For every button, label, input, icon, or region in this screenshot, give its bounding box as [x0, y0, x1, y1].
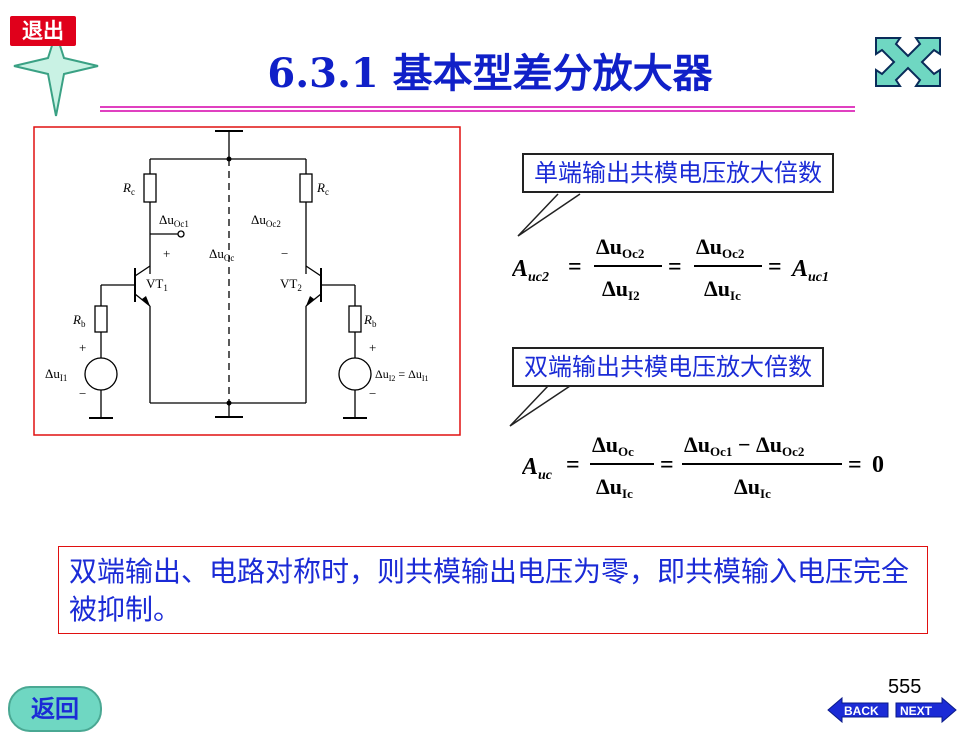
svg-text:=: =	[566, 452, 580, 478]
minus-sign: −	[281, 246, 288, 261]
double-ended-callout: 双端输出共模电压放大倍数	[512, 347, 824, 387]
vt1-label: VT1	[146, 276, 168, 293]
rb-right-label: Rb	[363, 312, 377, 329]
source2-plus: +	[369, 340, 376, 355]
next-button[interactable]: NEXT	[894, 696, 958, 724]
svg-text:=: =	[668, 254, 682, 280]
rc-left-label: Rc	[122, 180, 135, 197]
svg-text:ΔuOc2: ΔuOc2	[596, 234, 644, 261]
page-number: 555	[888, 676, 922, 698]
svg-text:Auc2: Auc2	[512, 256, 549, 285]
return-button[interactable]: 返回	[8, 686, 102, 732]
svg-text:BACK: BACK	[844, 704, 879, 718]
svg-text:=: =	[848, 452, 862, 478]
plus-sign: +	[163, 246, 170, 261]
source1-plus: +	[79, 340, 86, 355]
svg-text:Auc1: Auc1	[790, 256, 829, 285]
source1-minus: −	[79, 386, 86, 401]
input2-label: ΔuI2 = ΔuI1	[375, 367, 429, 383]
input1-label: ΔuI1	[45, 366, 67, 383]
exit-button[interactable]: 退出	[10, 16, 76, 46]
source2-minus: −	[369, 386, 376, 401]
output-c-label: ΔuOc	[209, 246, 234, 263]
conclusion-note: 双端输出、电路对称时，则共模输出电压为零，即共模输入电压完全被抑制。	[58, 546, 928, 634]
output1-label: ΔuOc1	[159, 212, 189, 229]
svg-text:ΔuIc: ΔuIc	[596, 474, 633, 501]
svg-text:=: =	[768, 254, 782, 280]
rc-right-label: Rc	[316, 180, 329, 197]
svg-text:Auc: Auc	[522, 454, 553, 483]
svg-text:ΔuOc1 − ΔuOc2: ΔuOc1 − ΔuOc2	[684, 432, 804, 459]
svg-text:0: 0	[872, 452, 884, 478]
svg-text:ΔuI2: ΔuI2	[602, 276, 640, 303]
svg-text:ΔuIc: ΔuIc	[704, 276, 741, 303]
vt2-label: VT2	[280, 276, 302, 293]
output2-label: ΔuOc2	[251, 212, 281, 229]
page-title: 6.3.1 基本型差分放大器	[267, 50, 713, 97]
star-decoration-icon	[13, 29, 99, 117]
svg-text:=: =	[660, 452, 674, 478]
formula-single-ended: Auc2 = ΔuOc2 ΔuI2 = ΔuOc2 ΔuIc = Auc1	[512, 234, 829, 303]
svg-text:ΔuIc: ΔuIc	[734, 474, 771, 501]
svg-text:NEXT: NEXT	[900, 704, 933, 718]
svg-text:ΔuOc: ΔuOc	[592, 432, 634, 459]
callout-pointers	[509, 193, 581, 427]
single-ended-callout: 单端输出共模电压放大倍数	[522, 153, 834, 193]
title-underline	[100, 106, 855, 112]
circuit-diagram: Rc Rc ΔuOc1 ΔuOc2 + − ΔuOc VT1 VT2 Rb Rb…	[33, 126, 461, 436]
rb-left-label: Rb	[72, 312, 86, 329]
formula-double-ended: Auc = ΔuOc ΔuIc = ΔuOc1 − ΔuOc2 ΔuIc = 0	[522, 432, 884, 501]
svg-text:ΔuOc2: ΔuOc2	[696, 234, 744, 261]
svg-text:=: =	[568, 254, 582, 280]
close-arrows-icon[interactable]	[872, 34, 944, 90]
back-button[interactable]: BACK	[826, 696, 890, 724]
